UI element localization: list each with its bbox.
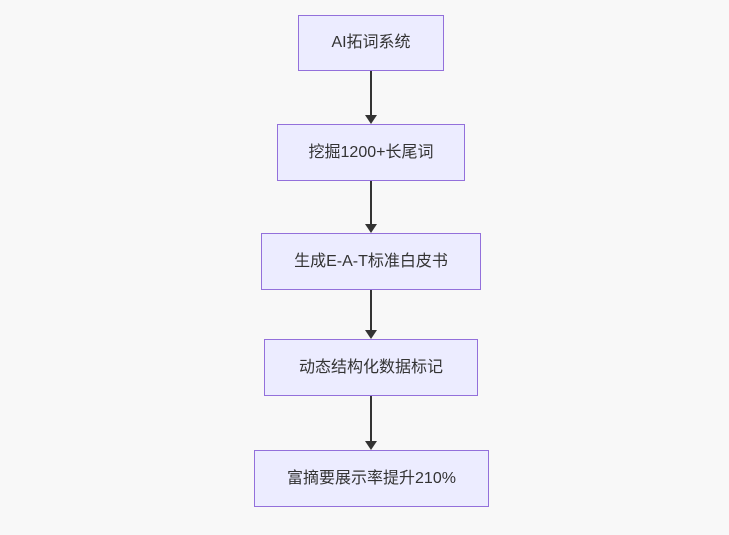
arrow-line [370, 290, 372, 330]
arrow-line [370, 71, 372, 115]
arrow-head-down-icon [365, 224, 377, 233]
arrow-line [370, 181, 372, 224]
node-label: AI拓词系统 [331, 34, 411, 51]
node-label: 生成E-A-T标准白皮书 [294, 252, 448, 270]
arrow-line [370, 396, 372, 441]
arrow-head-down-icon [365, 330, 377, 339]
flow-arrow-4 [365, 396, 377, 450]
flowchart-node-structured-data-markup: 动态结构化数据标记 [264, 339, 478, 396]
flowchart-node-ai-keyword-system: AI拓词系统 [298, 15, 444, 71]
flow-arrow-1 [365, 71, 377, 124]
flowchart-node-longtail-mining: 挖掘1200+长尾词 [277, 124, 465, 181]
flowchart-node-eat-whitepaper: 生成E-A-T标准白皮书 [261, 233, 481, 290]
arrow-head-down-icon [365, 441, 377, 450]
arrow-head-down-icon [365, 115, 377, 124]
node-label: 动态结构化数据标记 [298, 358, 443, 376]
node-label: 富摘要展示率提升210% [287, 469, 456, 487]
flowchart-node-rich-snippet-result: 富摘要展示率提升210% [254, 450, 489, 507]
node-label: 挖掘1200+长尾词 [308, 143, 434, 161]
flow-arrow-2 [365, 181, 377, 233]
flow-arrow-3 [365, 290, 377, 339]
